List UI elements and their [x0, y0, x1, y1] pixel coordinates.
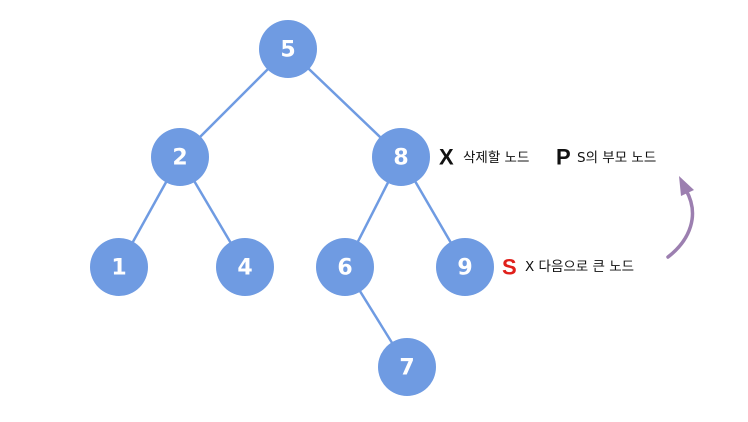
node-circle [216, 238, 274, 296]
node-circle [436, 238, 494, 296]
curved-arrow-icon [666, 176, 695, 259]
tree-node-1: 1 [90, 238, 148, 296]
node-circle [259, 20, 317, 78]
node-label: 4 [237, 256, 252, 281]
node-circle [151, 128, 209, 186]
node-label: 5 [280, 38, 295, 63]
tree-node-2: 2 [151, 128, 209, 186]
p-label: S의 부모 노드 [577, 150, 656, 166]
s-marker: S [502, 255, 517, 280]
node-label: 6 [337, 256, 352, 281]
tree-node-8: 8 [372, 128, 430, 186]
node-circle [372, 128, 430, 186]
tree-node-5: 5 [259, 20, 317, 78]
tree-node-7: 7 [378, 338, 436, 396]
node-label: 2 [172, 146, 187, 171]
x-label: 삭제할 노드 [463, 150, 529, 166]
x-marker: X [439, 145, 454, 170]
node-circle [316, 238, 374, 296]
node-label: 8 [393, 146, 408, 171]
node-label: 1 [111, 256, 126, 281]
tree-node-9: 9 [436, 238, 494, 296]
s-label: X 다음으로 큰 노드 [525, 259, 634, 275]
p-marker: P [556, 145, 571, 170]
node-circle [90, 238, 148, 296]
node-label: 9 [457, 256, 472, 281]
tree-node-4: 4 [216, 238, 274, 296]
tree-node-6: 6 [316, 238, 374, 296]
node-label: 7 [399, 356, 414, 381]
tree-edges [117, 48, 467, 368]
node-circle [378, 338, 436, 396]
